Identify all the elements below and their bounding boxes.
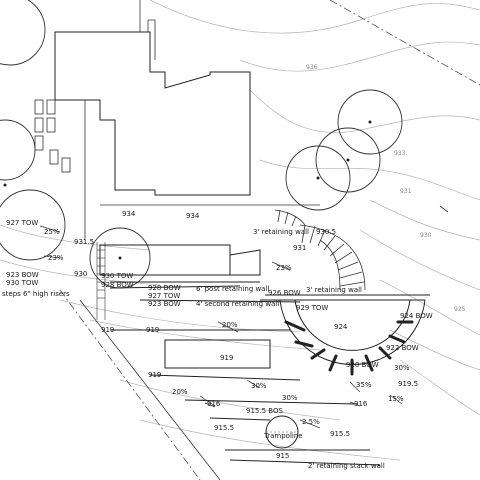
tow-927-b: 927 TOW	[148, 292, 181, 300]
tow-930-b: 930 TOW	[101, 272, 134, 280]
boundary-solid	[79, 299, 221, 480]
elev-934-b: 934	[186, 212, 200, 220]
left-steps	[96, 242, 106, 320]
elev-930: 930	[74, 270, 88, 278]
bow-924: 924 BOW	[400, 312, 433, 320]
elev-916-b: 916	[354, 400, 368, 408]
bow-923: 923 BOW	[6, 271, 39, 279]
elev-915: 915	[276, 452, 290, 460]
elev-931: 931	[293, 244, 307, 252]
patio-pavers	[34, 99, 71, 173]
elev-924: 924	[334, 323, 348, 331]
contour-label-930: 930	[420, 232, 432, 239]
pct-20: 20%	[222, 321, 238, 329]
pct-25: 25%	[44, 228, 60, 236]
elev-919-c: 919	[220, 354, 234, 362]
elev-916: 916	[207, 400, 221, 408]
curved-stairs	[274, 209, 366, 291]
retaining-wall-3ft-b: 3' retaining wall	[306, 286, 363, 294]
pct-2-5: 2.5%	[302, 418, 320, 426]
patio-posts	[284, 320, 414, 376]
bow-923-b: 923 BOW	[148, 300, 181, 308]
pct-30-b: 30%	[251, 382, 267, 390]
contour-label-931: 931	[400, 188, 412, 195]
pct-30-c: 30%	[282, 394, 298, 402]
elev-919-b: 919	[146, 326, 160, 334]
tow-929: 929 TOW	[296, 304, 329, 312]
spot-markers	[204, 205, 449, 408]
elev-931-5: 931.5	[74, 238, 95, 246]
tree-centers	[3, 120, 372, 260]
trampoline-label: Trampoline	[264, 432, 303, 440]
elev-930-5: 930.5	[316, 228, 337, 236]
tow-927: 927 TOW	[6, 219, 39, 227]
bow-928: 928 BOW	[101, 281, 134, 289]
pct-20-b: 20%	[172, 388, 188, 396]
bow-928-b: 928 BOW	[148, 284, 181, 292]
elev-915-5: 915.5	[214, 424, 235, 432]
steps-label: steps 6" high risers	[2, 290, 70, 298]
contour-label-933: 933	[394, 150, 406, 157]
contour-label-925: 925	[454, 306, 466, 313]
contour-lines	[0, 0, 480, 461]
elev-915-5-b: 915.5	[330, 430, 351, 438]
driveway	[84, 0, 320, 240]
retaining-stack-wall: 2' retaining stack wall	[308, 462, 385, 470]
pct-23-b: 23%	[276, 264, 292, 272]
bow-922: 922 BOW	[386, 344, 419, 352]
bow-926: 926 BOW	[268, 289, 301, 297]
contour-label-936: 936	[306, 64, 318, 71]
pct-35: 35%	[356, 381, 372, 389]
house-footprint	[54, 31, 251, 196]
elev-919-a: 919	[101, 326, 115, 334]
second-retaining-wall: 4' second retaining wall	[196, 300, 280, 308]
pct-15: 15%	[388, 395, 404, 403]
trees	[0, 0, 403, 289]
elev-919-d: 919	[148, 371, 162, 379]
retaining-wall-3ft: 3' retaining wall	[253, 228, 310, 236]
bow-920: 920 BOW	[346, 361, 379, 369]
retaining-walls	[99, 244, 381, 466]
post-retaining-wall: 6' post retaining wall	[196, 285, 270, 293]
elev-919-5: 919.5	[398, 380, 419, 388]
bos-915-5: 915.5 BOS	[246, 407, 283, 415]
elev-934-a: 934	[122, 210, 136, 218]
tow-930: 930 TOW	[6, 279, 39, 287]
slope-arrows	[39, 225, 403, 429]
pct-30: 30%	[394, 364, 410, 372]
pct-23: 23%	[48, 254, 64, 262]
property-boundary	[59, 0, 480, 480]
